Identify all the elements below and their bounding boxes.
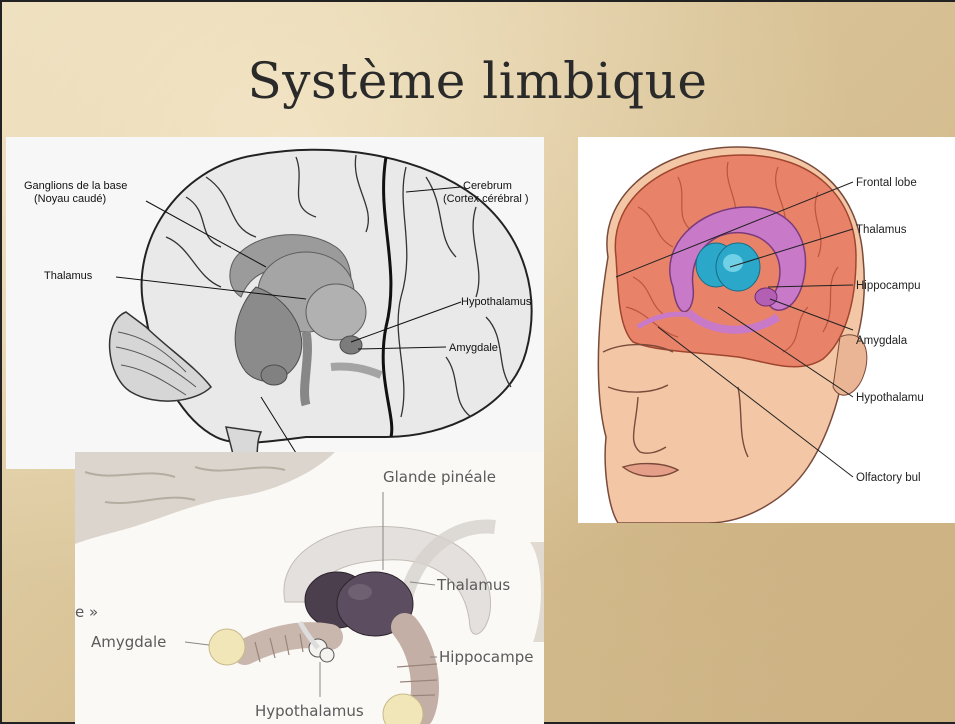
label-edge-fragment: e » (75, 603, 98, 621)
brain-diagram-grayscale: Ganglions de la base (Noyau caudé) Cereb… (6, 137, 544, 469)
label-pineal-gland: Glande pinéale (383, 468, 496, 486)
label-amygdale-bottom: Amygdale (91, 633, 166, 651)
label-cerebrum: Cerebrum (463, 180, 512, 192)
label-thalamus: Thalamus (44, 270, 93, 282)
slide-title: Système limbique (0, 52, 955, 110)
label-olfactory-bulb: Olfactory bul (856, 472, 921, 484)
label-basal-ganglia-sub: (Noyau caudé) (34, 193, 106, 205)
label-thalamus-right: Thalamus (856, 224, 907, 236)
brain-diagram-head-color: Frontal lobe Thalamus Hippocampu Amygdal… (578, 137, 955, 523)
label-cerebral-cortex: (Cortex cérébral ) (443, 193, 529, 205)
label-frontal-lobe: Frontal lobe (856, 177, 917, 189)
label-amygdale: Amygdale (449, 342, 498, 354)
label-basal-ganglia: Ganglions de la base (24, 180, 127, 192)
label-hippocampe: Hippocampe (439, 648, 533, 666)
label-hippocampus: Hippocampu (856, 280, 921, 292)
limbic-3d-illustration: Glande pinéale Thalamus e » Amygdale Hip… (75, 452, 544, 724)
label-amygdala-right: Amygdala (856, 335, 908, 347)
head-illustration: Frontal lobe Thalamus Hippocampu Amygdal… (578, 137, 955, 523)
brain-diagram-limbic-3d: Glande pinéale Thalamus e » Amygdale Hip… (75, 452, 544, 724)
label-thalamus-bottom: Thalamus (436, 576, 510, 594)
label-hypothalamus: Hypothalamus (461, 296, 532, 308)
brain-grayscale-illustration: Ganglions de la base (Noyau caudé) Cereb… (6, 137, 544, 469)
label-hypothalamus-right: Hypothalamu (856, 392, 924, 404)
label-hypothalamus-bottom: Hypothalamus (255, 702, 364, 720)
